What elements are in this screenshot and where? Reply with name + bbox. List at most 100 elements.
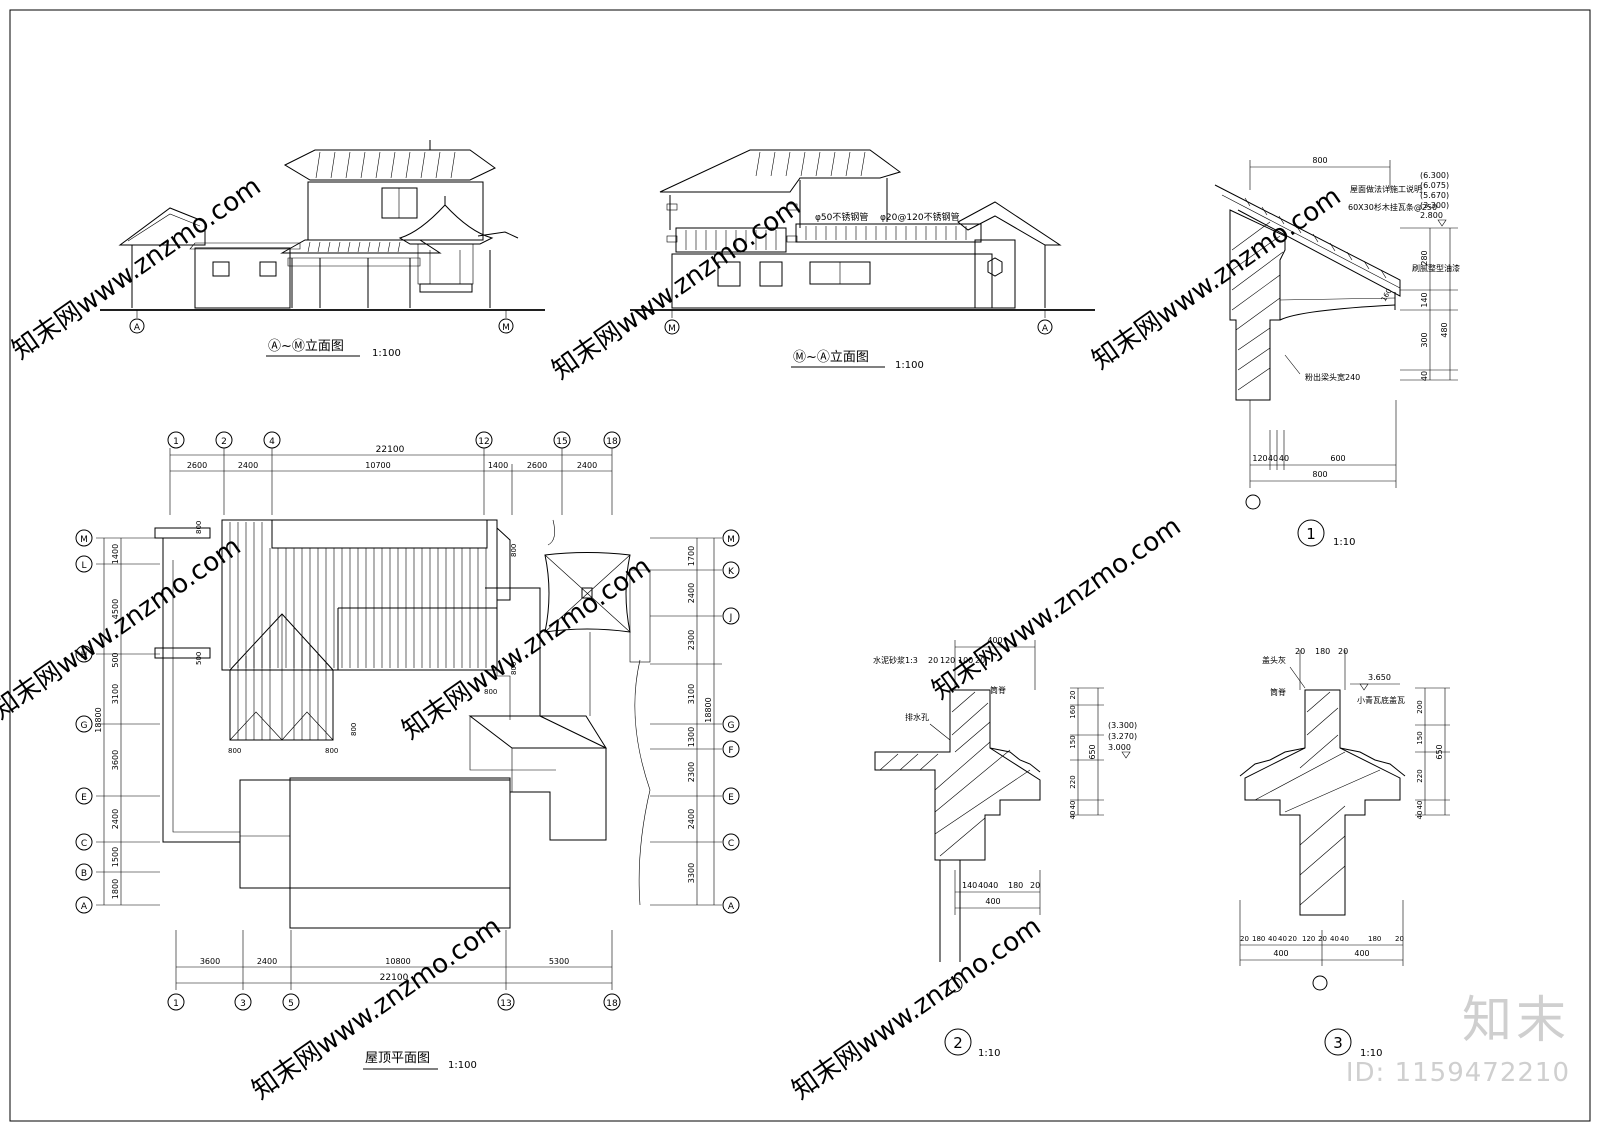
roof-top-dim-4: 1400 — [488, 461, 508, 470]
d3-right-dim-1: 200 — [1416, 700, 1424, 713]
roof-plan-scale: 1:100 — [448, 1060, 477, 1071]
watermark-1: 知末网www.znzmo.com — [7, 171, 267, 365]
roof-right-dim-2: 2400 — [687, 583, 696, 603]
roof-bottom-dim-1: 3600 — [200, 957, 220, 966]
d2-scale: 1:10 — [978, 1048, 1000, 1059]
roof-left-dim-4: 3100 — [111, 684, 120, 704]
d1-bottom-dim-4: 600 — [1330, 454, 1345, 463]
d1-top-dim: 800 — [1312, 156, 1327, 165]
detail-3-ridge-section: 盖头灰 筒脊 小青瓦底盖瓦 3.650 20 180 20 200 150 — [1239, 647, 1450, 1059]
d3-bottom-total-1: 400 — [1273, 949, 1288, 958]
d2-right-dim-5: 40 — [1069, 801, 1077, 810]
d3-note-3: 小青瓦底盖瓦 — [1357, 695, 1405, 705]
watermark-3: 知末网www.znzmo.com — [1087, 181, 1347, 375]
d2-top-sub-4: 20 — [975, 656, 985, 665]
d3-bottom-dim-6: 120 — [1302, 935, 1315, 943]
d1-note-4: 粉出梁头宽240 — [1305, 372, 1360, 382]
small-dim-2: 800 — [510, 544, 518, 557]
d2-top-sub-3: 100 — [958, 656, 973, 665]
small-dim-7: 500 — [195, 652, 203, 665]
d1-bottom-total: 800 — [1312, 470, 1327, 479]
elev2-note-1: φ50不锈钢管 — [815, 211, 868, 223]
d3-bottom-dim-4: 40 — [1278, 935, 1287, 943]
d1-note-3: 刷腻整型油漆 — [1412, 263, 1460, 273]
roof-left-dim-3: 500 — [111, 652, 120, 667]
d3-bottom-dim-7: 20 — [1318, 935, 1327, 943]
elev1-axis-right: M — [502, 323, 510, 333]
d2-note-1: 水泥砂浆1:3 — [873, 655, 918, 665]
d2-bottom-dim-3: 40 — [988, 881, 998, 890]
d2-bottom-dim-4: 180 — [1008, 881, 1023, 890]
right-axis-7: C — [728, 839, 734, 849]
roof-top-dim-6: 2400 — [577, 461, 597, 470]
d1-elev-2: (6.075) — [1420, 181, 1449, 190]
top-axis-1: 1 — [173, 437, 179, 447]
d2-right-dim-3: 150 — [1069, 735, 1077, 748]
d3-bottom-total-2: 400 — [1354, 949, 1369, 958]
right-axis-5: F — [728, 746, 733, 756]
d2-elev-1: (3.300) — [1108, 721, 1137, 730]
roof-bottom-total: 22100 — [380, 973, 409, 983]
left-axis-7: B — [81, 869, 87, 879]
roof-left-dim-8: 1800 — [111, 879, 120, 899]
d3-right-dim-5: 40 — [1416, 811, 1424, 820]
d3-bottom-dim-2: 180 — [1252, 935, 1265, 943]
elev2-title: Ⓜ~Ⓐ立面图 — [793, 350, 869, 365]
right-axis-2: K — [728, 567, 735, 577]
roof-outline: 800 800 800 800 800 800 500 800 — [154, 519, 651, 929]
elev2-axis-left: M — [668, 324, 676, 334]
top-axis-5: 15 — [556, 437, 567, 447]
d2-right-dim-2: 160 — [1069, 705, 1077, 718]
watermark-4: 知末网www.znzmo.com — [0, 531, 247, 725]
d1-elev-3: (5.670) — [1420, 191, 1449, 200]
d3-bottom-dim-9: 40 — [1340, 935, 1349, 943]
d2-bottom-dim-2: 40 — [978, 881, 988, 890]
small-dim-8: 800 — [325, 747, 338, 755]
detail-2-ridge-section: 400 20 120 100 20 水泥砂浆1:3 筒脊 排水孔 (3.300)… — [873, 636, 1137, 1059]
roof-right-dim-5: 1300 — [687, 727, 696, 747]
right-axis-6: E — [728, 793, 734, 803]
d1-elev-5: 2.800 — [1420, 211, 1443, 220]
right-axis-1: M — [727, 535, 735, 545]
roof-plan: 22100 2600 2400 10700 1400 2600 2400 1 2… — [75, 431, 740, 1071]
small-dim-6: 800 — [228, 747, 241, 755]
d3-bottom-dim-11: 20 — [1395, 935, 1404, 943]
bottom-axis-3: 5 — [288, 999, 294, 1009]
right-axis-8: A — [728, 902, 735, 912]
d1-bottom-dim-1: 120 — [1252, 454, 1267, 463]
roof-top-total: 22100 — [376, 445, 405, 455]
roof-bottom-dim-2: 2400 — [257, 957, 277, 966]
d1-angle: 160 — [1380, 287, 1394, 303]
d1-right-total: 480 — [1440, 322, 1449, 337]
roof-left-dim-1: 1400 — [111, 544, 120, 564]
d2-right-dim-6: 40 — [1069, 811, 1077, 820]
bottom-axis-2: 3 — [240, 999, 246, 1009]
roof-top-dim-5: 2600 — [527, 461, 547, 470]
right-axis-3: J — [729, 613, 733, 623]
d1-right-dim-1: 280 — [1420, 250, 1429, 265]
elevation-a-m: A M Ⓐ~Ⓜ立面图 1:100 — [100, 140, 545, 359]
d1-bottom-dim-3: 40 — [1279, 454, 1289, 463]
roof-left-dim-2: 4500 — [111, 599, 120, 619]
roof-top-dim-1: 2600 — [187, 461, 207, 470]
d2-bottom-dim-5: 20 — [1030, 881, 1040, 890]
small-dim-5: 800 — [350, 723, 358, 736]
watermark-5: 知末网www.znzmo.com — [397, 551, 657, 745]
roof-bottom-dim-4: 5300 — [549, 957, 569, 966]
elev2-scale: 1:100 — [895, 360, 924, 371]
left-axis-2: L — [81, 561, 86, 571]
d2-right-dim-1: 20 — [1069, 691, 1077, 700]
d1-right-dim-3: 300 — [1420, 332, 1429, 347]
d3-bottom-dim-3: 40 — [1268, 935, 1277, 943]
d1-bottom-dim-2: 40 — [1268, 454, 1278, 463]
watermark-6: 知末网www.znzmo.com — [927, 511, 1187, 705]
d3-scale: 1:10 — [1360, 1048, 1382, 1059]
elev2-note-2: φ20@120不锈钢管 — [880, 211, 960, 223]
d2-label: 2 — [953, 1034, 963, 1052]
roof-left-axes: M L H G E C B A — [75, 529, 93, 914]
roof-right-dim-1: 1700 — [687, 546, 696, 566]
d2-top-sub-1: 20 — [928, 656, 938, 665]
roof-left-dim-5: 3600 — [111, 750, 120, 770]
top-axis-4: 12 — [478, 437, 489, 447]
